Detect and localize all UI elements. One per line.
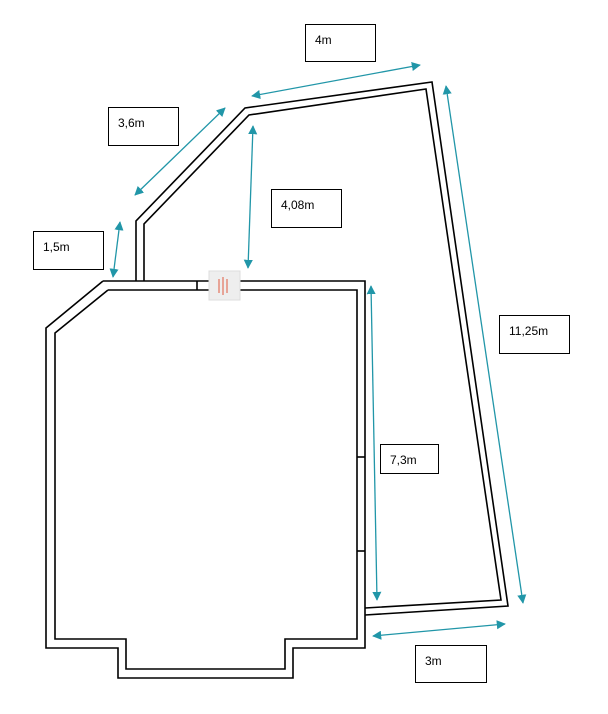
dimension-arrow-diagonal	[134, 107, 226, 196]
dimension-label-top: 4m	[305, 24, 376, 62]
dimension-text: 1,5m	[43, 240, 70, 254]
dimension-label-middle-vertical: 7,3m	[380, 444, 439, 474]
dimension-text: 11,25m	[509, 324, 549, 338]
dimension-arrow-top	[251, 62, 421, 99]
dimension-text: 4m	[315, 33, 332, 47]
dimension-arrows	[109, 62, 527, 640]
dimension-arrow-bottom	[372, 620, 506, 640]
dimension-text: 3,6m	[118, 116, 145, 130]
annex-inner-wall	[143, 88, 502, 609]
dimension-label-inner-vertical: 4,08m	[271, 189, 342, 228]
main-room-walls	[45, 280, 366, 679]
dimension-arrow-right-slant	[442, 85, 527, 604]
dimension-text: 4,08m	[281, 198, 315, 212]
dimension-label-short-left: 1,5m	[33, 231, 104, 270]
radiator-icon	[208, 270, 241, 301]
annex-outer-wall	[135, 81, 509, 616]
dimension-label-right-slant: 11,25m	[499, 315, 570, 354]
dimension-label-diagonal: 3,6m	[108, 107, 179, 146]
dimension-text: 7,3m	[390, 453, 417, 467]
dimension-arrow-short-left	[109, 221, 124, 278]
main-room-outer-wall	[45, 280, 366, 679]
dimension-arrow-middle-vertical	[366, 285, 382, 601]
dimension-text: 3m	[425, 654, 442, 668]
annex-walls	[135, 81, 509, 616]
dimension-arrow-inner-vertical	[243, 125, 258, 269]
main-room-inner-wall	[54, 289, 358, 670]
dimension-label-bottom: 3m	[415, 645, 487, 683]
